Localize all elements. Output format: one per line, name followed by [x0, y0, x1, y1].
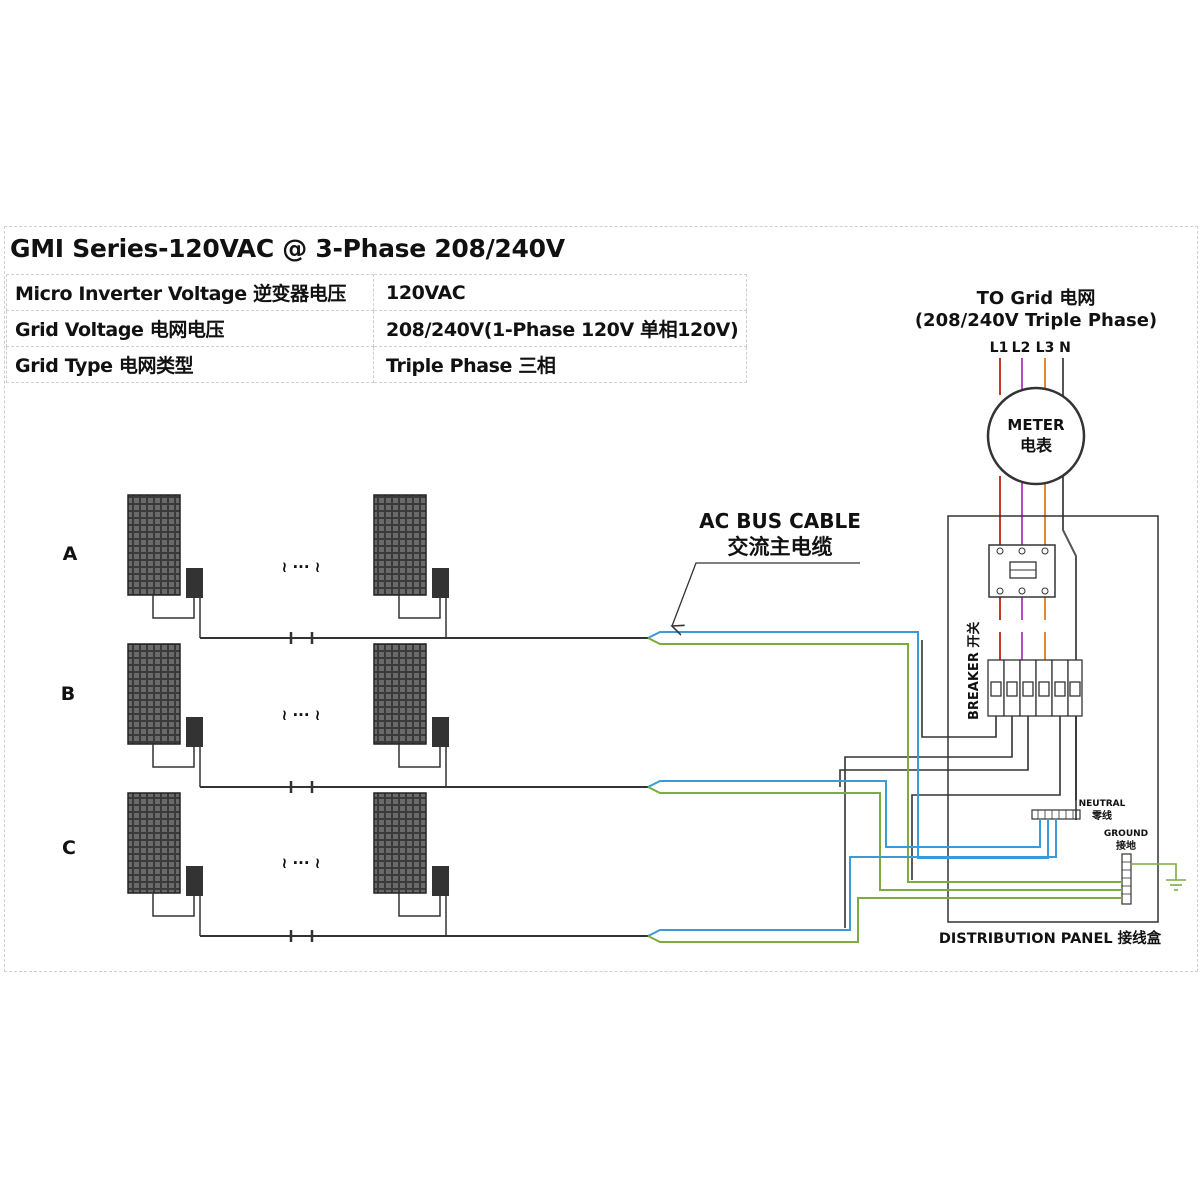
phase-label-n: N: [1059, 340, 1071, 356]
ground-label: GROUND: [1104, 829, 1148, 839]
grid-phase-label: (208/240V Triple Phase): [915, 310, 1157, 331]
breaker-label: BREAKER 开关: [966, 622, 982, 720]
spec-label: Micro Inverter Voltage 逆变器电压: [6, 274, 374, 311]
table-row: Micro Inverter Voltage 逆变器电压 120VAC: [6, 274, 748, 311]
string-label-a: A: [63, 543, 78, 565]
ac-bus-cable-label-cn: 交流主电缆: [728, 535, 833, 559]
string-gap-c: ≀ ··· ≀: [282, 854, 321, 872]
spec-value: Triple Phase 三相: [372, 346, 748, 383]
meter-label-cn: 电表: [1020, 436, 1053, 455]
microinverter-icon: [186, 866, 203, 896]
string-label-c: C: [62, 837, 76, 859]
neutral-label: NEUTRAL: [1079, 799, 1126, 809]
meter-label: METER: [1007, 416, 1065, 434]
ac-bus-cable-c: [200, 819, 1122, 943]
microinverter-icon: [432, 717, 449, 747]
meter-icon: [986, 386, 1086, 486]
ac-bus-cable-a: [200, 631, 1122, 883]
solar-panel-a2: [373, 494, 449, 638]
phase-label-l2: L2: [1012, 340, 1031, 356]
table-row: Grid Type 电网类型 Triple Phase 三相: [6, 346, 748, 383]
solar-panel-c2: [373, 792, 449, 936]
string-label-b: B: [61, 683, 75, 705]
spec-label: Grid Voltage 电网电压: [6, 310, 374, 347]
solar-panel-b2: [373, 643, 449, 787]
phase-label-l1: L1: [990, 340, 1009, 356]
earth-ground-icon: [1131, 863, 1186, 891]
breaker-output-wires: [839, 640, 1077, 928]
distribution-panel-label: DISTRIBUTION PANEL 接线盒: [939, 929, 1162, 947]
ground-bar-holes: [1122, 861, 1131, 895]
ac-bus-cable-b: [200, 780, 1122, 891]
spec-value: 120VAC: [372, 274, 748, 311]
solar-panel-b1: [127, 643, 203, 787]
spec-label: Grid Type 电网类型: [6, 346, 374, 383]
solar-panel-c1: [127, 792, 203, 936]
neutral-label-cn: 零线: [1091, 809, 1112, 822]
spec-table: Micro Inverter Voltage 逆变器电压 120VAC Grid…: [6, 274, 748, 383]
string-gap-b: ≀ ··· ≀: [282, 706, 321, 724]
breaker-block-icon: [987, 659, 1083, 717]
distribution-panel-box: [947, 515, 1159, 923]
ac-bus-cable-label: AC BUS CABLE: [699, 509, 861, 533]
ground-label-cn: 接地: [1116, 839, 1136, 852]
table-row: Grid Voltage 电网电压 208/240V(1-Phase 120V …: [6, 310, 748, 347]
page-title: GMI Series-120VAC @ 3-Phase 208/240V: [10, 234, 565, 263]
microinverter-icon: [432, 568, 449, 598]
phase-label-l3: L3: [1036, 340, 1055, 356]
microinverter-icon: [186, 568, 203, 598]
ac-bus-pointer: [672, 562, 860, 626]
neutral-bar-holes: [1037, 810, 1074, 819]
microinverter-icon: [432, 866, 449, 896]
microinverter-icon: [186, 717, 203, 747]
grid-label: TO Grid 电网: [977, 287, 1096, 309]
string-gap-a: ≀ ··· ≀: [282, 558, 321, 576]
cable-break-ticks: [289, 632, 314, 942]
solar-panel-a1: [127, 494, 203, 638]
ground-bar-icon: [1121, 853, 1132, 905]
main-switch-icon: [988, 544, 1056, 598]
